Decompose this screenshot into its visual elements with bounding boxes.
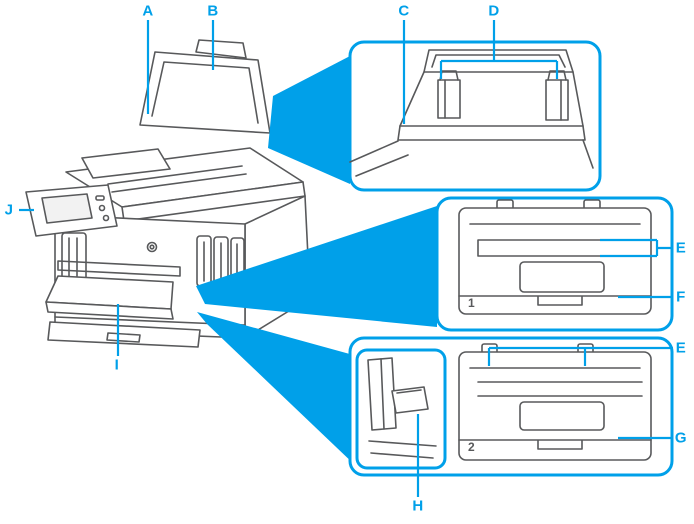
leader-e-rear-bracket bbox=[600, 238, 673, 258]
ink-tank-windows bbox=[61, 232, 245, 289]
callout-box-rear-tray bbox=[348, 40, 602, 192]
part-label-c: C bbox=[398, 2, 410, 20]
part-label-a: A bbox=[142, 2, 154, 20]
part-label-j: J bbox=[4, 201, 14, 219]
cassette2-paper-guides bbox=[477, 381, 643, 397]
cassette-cover-tab bbox=[391, 386, 429, 414]
cassette2-number: 2 bbox=[468, 440, 475, 454]
rear-paper-guide-left bbox=[437, 70, 461, 119]
zoom-beam-cassette2-detail bbox=[197, 312, 357, 467]
part-label-i: I bbox=[114, 356, 120, 374]
rear-paper-support bbox=[139, 39, 271, 134]
cassette2-zoom-art: 2 bbox=[458, 343, 652, 461]
leader-d-bracket bbox=[439, 20, 559, 79]
leader-e-front-bracket bbox=[487, 346, 673, 366]
cassette-detail-zoom-art bbox=[367, 357, 437, 459]
callout-leader-lines bbox=[19, 20, 673, 497]
cassette1-number: 1 bbox=[468, 296, 475, 310]
part-label-b: B bbox=[207, 2, 219, 20]
touch-screen bbox=[41, 193, 93, 224]
cassette1-paper-guides bbox=[477, 239, 601, 257]
part-label-e-rear: E bbox=[675, 239, 687, 257]
paper-output-tray bbox=[45, 260, 181, 320]
zoom-beam-rear-tray bbox=[268, 56, 350, 184]
part-label-g: G bbox=[674, 429, 688, 447]
part-label-f: F bbox=[676, 288, 686, 306]
rear-paper-guide-right bbox=[545, 70, 569, 121]
zoom-beam-cassette1 bbox=[196, 206, 437, 327]
part-label-d: D bbox=[488, 2, 500, 20]
cassette1-zoom-art: 1 bbox=[458, 199, 652, 315]
adf-scanner-unit bbox=[65, 147, 306, 222]
part-label-h: H bbox=[412, 497, 424, 515]
part-label-e-front: E bbox=[675, 339, 687, 357]
operation-panel bbox=[25, 184, 118, 237]
